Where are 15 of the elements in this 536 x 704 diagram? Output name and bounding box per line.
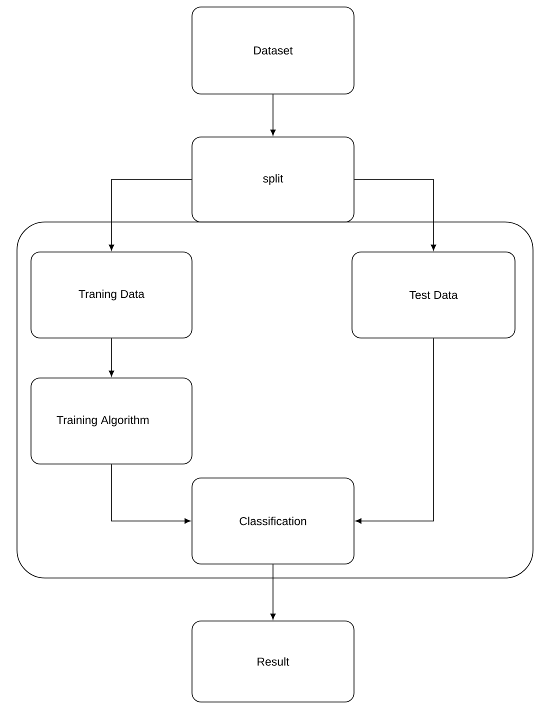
arrow [111, 464, 191, 524]
process-box: Classification [192, 478, 354, 564]
arrow [270, 94, 276, 136]
process-box: Test Data [352, 252, 516, 338]
process-box: split [192, 136, 354, 222]
process-box: Traning Data [30, 252, 192, 338]
process-box: Result [192, 620, 354, 702]
arrow [108, 179, 192, 251]
arrow [108, 338, 114, 377]
arrow [270, 564, 276, 620]
group-frame [16, 222, 534, 578]
process-box: Training Algorithm [30, 378, 192, 464]
arrow [354, 179, 436, 251]
arrow [355, 338, 434, 524]
process-box: Dataset [192, 6, 354, 94]
